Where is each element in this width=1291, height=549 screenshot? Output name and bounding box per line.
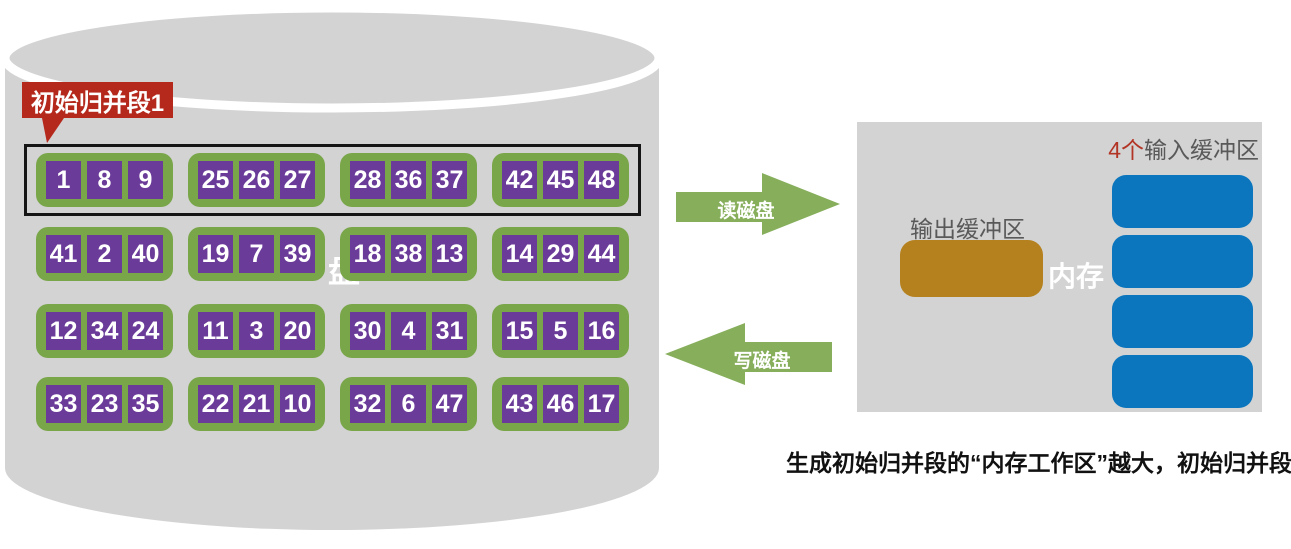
record-block: 9 (128, 161, 163, 199)
caption-text: 生成初始归并段的“内存工作区”越大，初始归并段越长 (786, 450, 1291, 476)
memory-panel: 4个输入缓冲区 输出缓冲区 内存 (857, 122, 1262, 412)
record-block: 17 (584, 385, 619, 423)
input-buffers-label-text: 输入缓冲区 (1144, 137, 1259, 163)
write-disk-arrow-icon (665, 323, 832, 385)
input-buffers-count: 4个 (1108, 137, 1144, 163)
record-block: 26 (239, 161, 274, 199)
record-block: 5 (543, 312, 578, 350)
record-block: 4 (391, 312, 426, 350)
input-buffer (1112, 355, 1253, 408)
record-block: 28 (350, 161, 385, 199)
record-block: 16 (584, 312, 619, 350)
read-disk-label: 读磁盘 (717, 201, 775, 222)
record-block: 41 (46, 235, 81, 273)
record-block: 43 (502, 385, 537, 423)
record-block: 21 (239, 385, 274, 423)
input-buffers-label: 4个输入缓冲区 (1108, 131, 1259, 165)
record-block: 27 (280, 161, 315, 199)
record-block: 12 (46, 312, 81, 350)
record-block: 44 (584, 235, 619, 273)
record-block: 8 (87, 161, 122, 199)
input-buffer (1112, 235, 1253, 288)
record-block: 24 (128, 312, 163, 350)
initial-merge-segment-label: 初始归并段1 (30, 89, 165, 117)
record-block: 3 (239, 312, 274, 350)
write-disk-label: 写磁盘 (733, 351, 791, 372)
output-buffer-label: 输出缓冲区 (910, 216, 1025, 242)
record-block: 23 (87, 385, 122, 423)
record-block: 15 (502, 312, 537, 350)
record-block: 42 (502, 161, 537, 199)
record-block: 40 (128, 235, 163, 273)
record-block: 30 (350, 312, 385, 350)
output-buffer (900, 240, 1043, 297)
record-block: 18 (350, 235, 385, 273)
initial-merge-segment-callout: 初始归并段1 (22, 82, 173, 143)
record-block: 46 (543, 385, 578, 423)
record-block: 38 (391, 235, 426, 273)
record-block: 32 (350, 385, 385, 423)
record-block: 6 (391, 385, 426, 423)
record-block: 37 (432, 161, 467, 199)
record-block: 10 (280, 385, 315, 423)
record-block: 7 (239, 235, 274, 273)
record-block: 29 (543, 235, 578, 273)
input-buffer (1112, 175, 1253, 228)
record-block: 33 (46, 385, 81, 423)
record-block: 11 (198, 312, 233, 350)
record-block: 31 (432, 312, 467, 350)
record-block: 48 (584, 161, 619, 199)
read-disk-arrow-icon (676, 173, 840, 235)
memory-label: 内存 (1048, 261, 1105, 292)
record-block: 1 (46, 161, 81, 199)
record-block: 2 (87, 235, 122, 273)
record-block: 47 (432, 385, 467, 423)
input-buffers-stack (1112, 175, 1253, 408)
record-block: 36 (391, 161, 426, 199)
record-block: 20 (280, 312, 315, 350)
record-block: 39 (280, 235, 315, 273)
callout-pointer-icon (42, 118, 64, 143)
record-block: 25 (198, 161, 233, 199)
record-block: 45 (543, 161, 578, 199)
record-block: 34 (87, 312, 122, 350)
record-block: 19 (198, 235, 233, 273)
record-block: 22 (198, 385, 233, 423)
input-buffer (1112, 295, 1253, 348)
record-block: 35 (128, 385, 163, 423)
record-block: 13 (432, 235, 467, 273)
record-block: 14 (502, 235, 537, 273)
